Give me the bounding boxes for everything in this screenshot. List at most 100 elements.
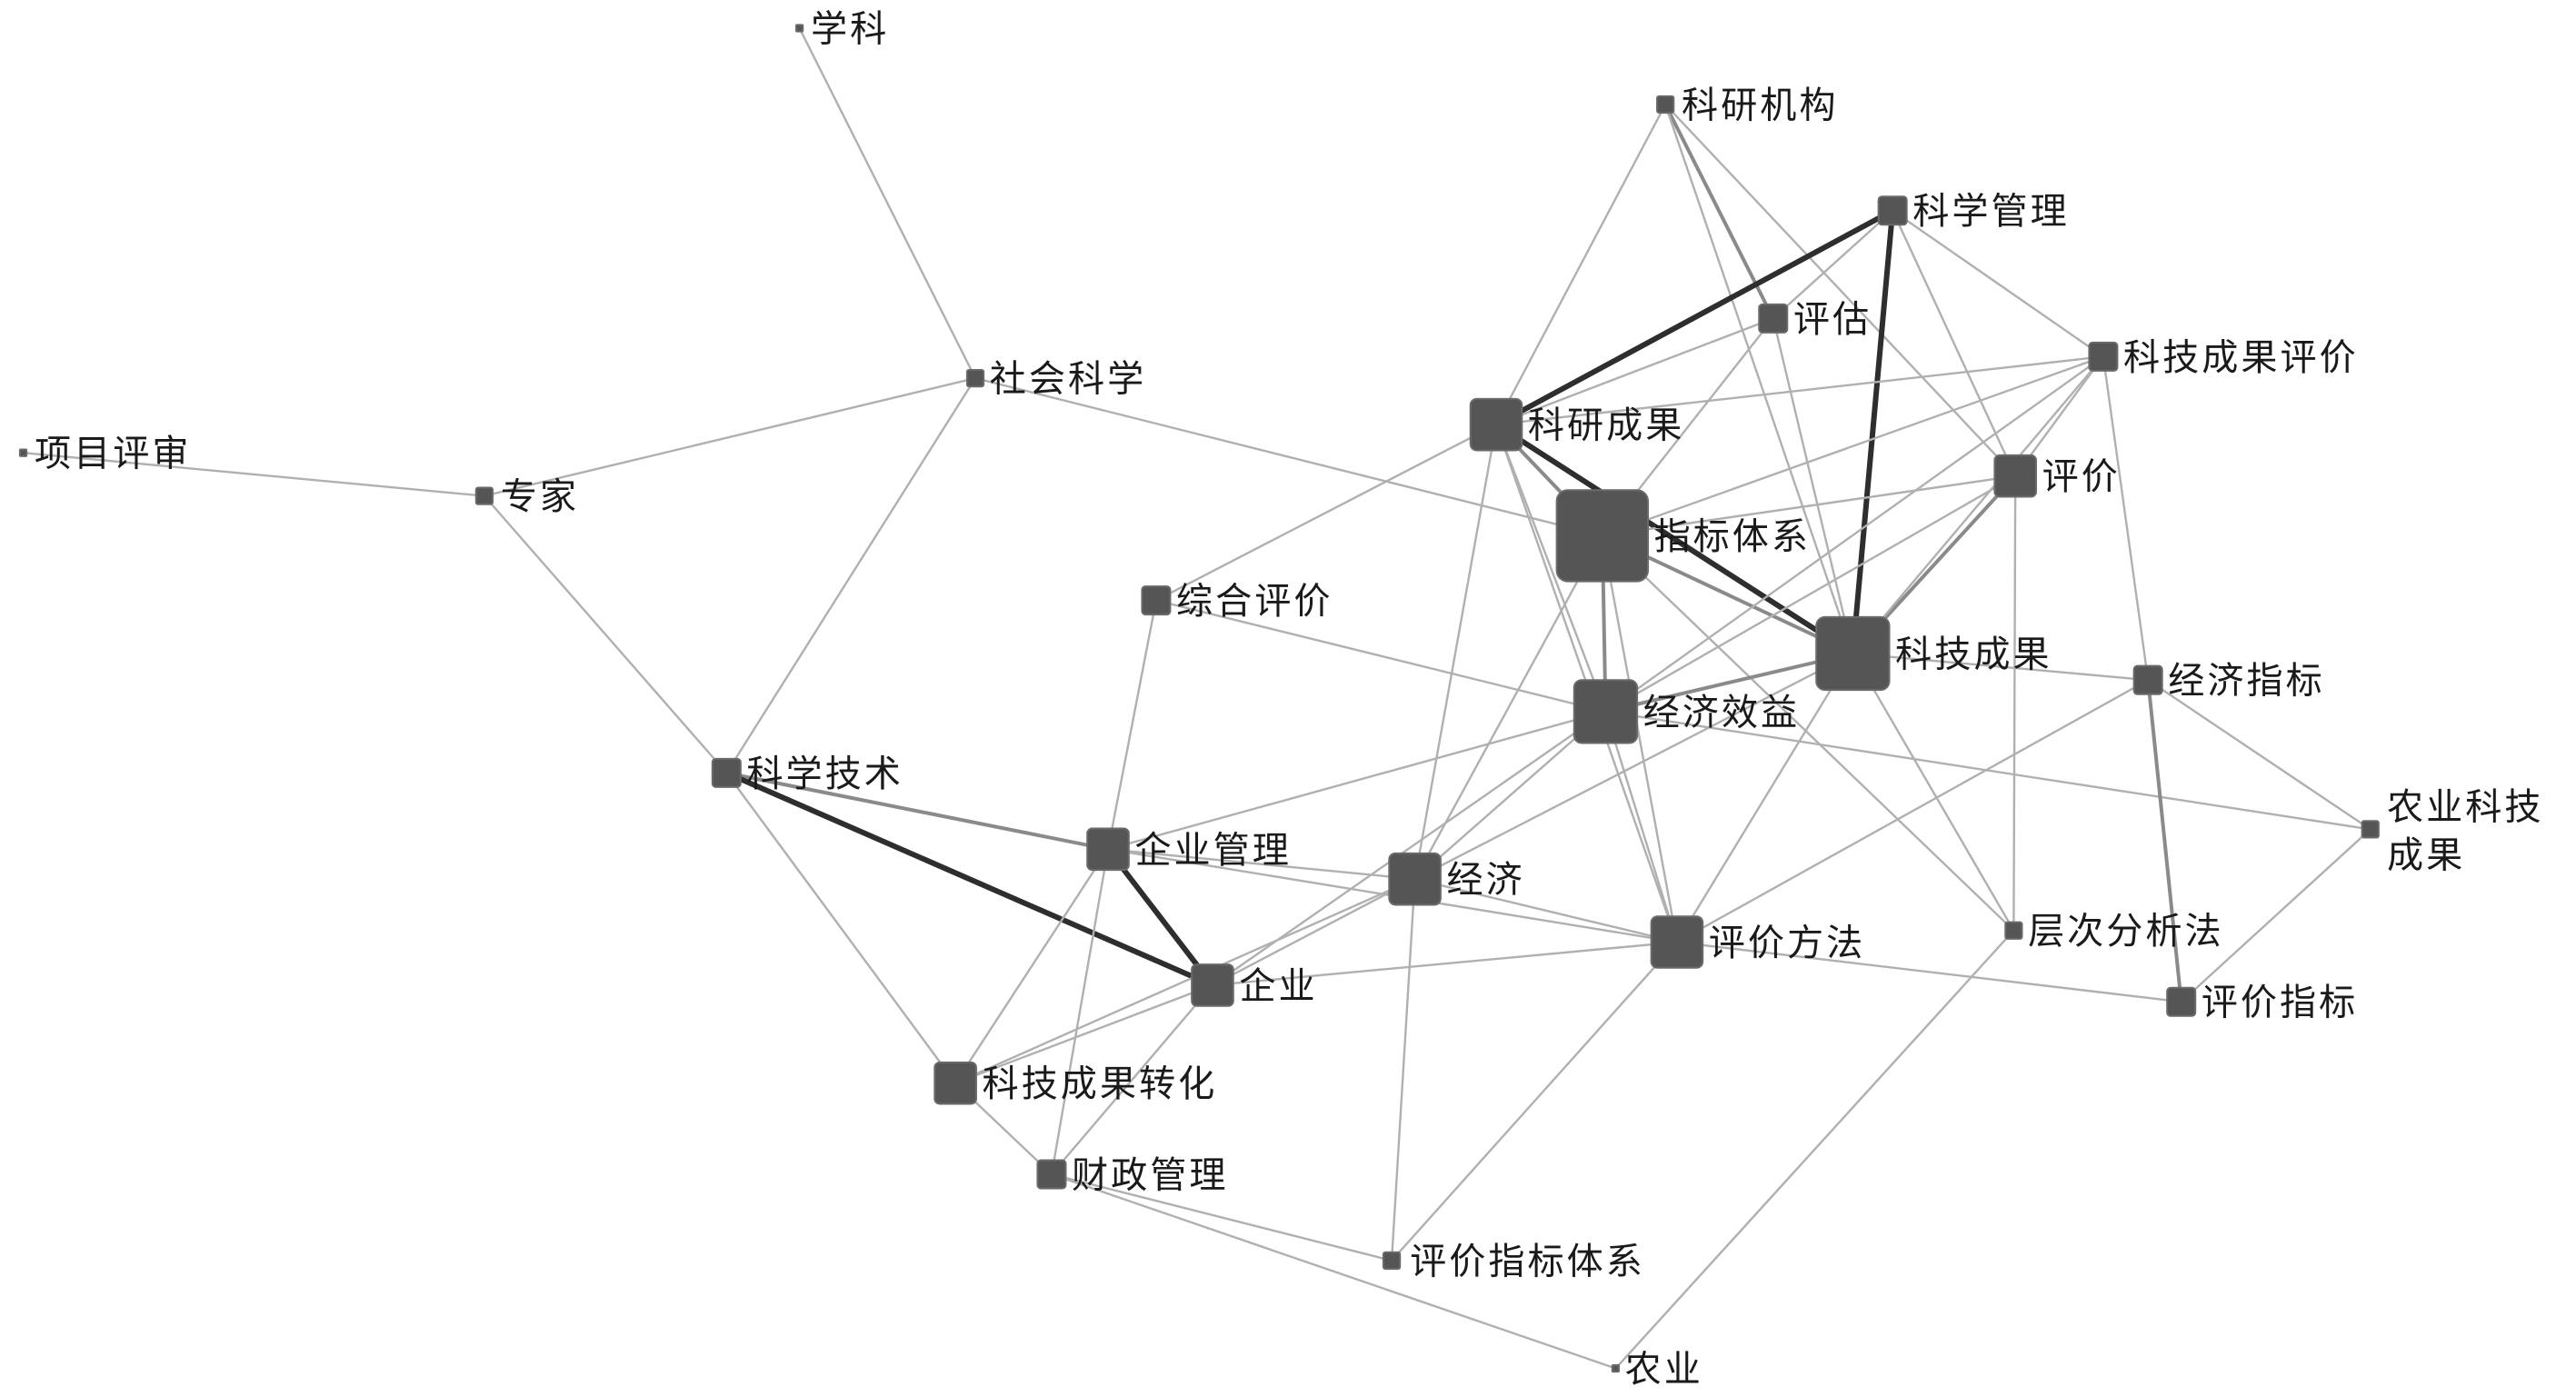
node-keji-chengguo-pingjia [2088,341,2119,372]
node-nongye-keji-chengguo [2361,820,2380,839]
edge-kjcg-ccfxf [1852,652,2015,932]
node-jingji-xiaoyi [1573,679,1639,744]
node-caizheng-guanli [1036,1159,1067,1190]
edge-kxgl-pingjia [1891,209,2017,477]
edge-shehui-kxjs [725,376,977,774]
edge-qiye-pjff [1211,941,1679,987]
label-jingji-zhibiao: 经济指标 [2168,661,2325,703]
edge-jingji-kycg [1413,423,1498,881]
label-layer: 学科 项目评审 专家 社会科学 科学技术 综合评价 企业管理 企业 科技成果转化… [35,8,2544,1391]
node-pingjia-fangfa [1650,915,1704,969]
edge-jingji-kjcg [1413,652,1854,881]
edge-kyjg-pingjia [1663,103,2017,477]
edge-kxjs-kjcgzh [725,772,957,1084]
edge-jjxy-pingjia [1604,474,2017,713]
node-layer [18,24,2380,1373]
edge-zbtx-ccfxf [1601,534,2015,932]
edge-kjcgpj-jjzb [2102,355,2150,682]
edge-pinggu-kycg [1494,317,1774,426]
label-zhibiao-tixi: 指标体系 [1654,516,1812,558]
label-zhuanjia: 专家 [501,476,579,518]
edge-qiye-jingji [1211,877,1416,987]
label-xueke: 学科 [811,8,889,50]
edge-zhuanjia-shehui [483,376,977,497]
edge-kjcg-jjzb [1852,652,2150,682]
edge-jjxy-nykjcg [1604,710,2371,831]
edge-pinggu-kjcg [1772,317,1854,655]
edge-qygl-jjxy [1106,710,1607,851]
node-jingji-zhibiao [2132,664,2163,695]
label-pingjia: 评价 [2042,456,2121,498]
label-nongye: 农业 [1625,1349,1703,1391]
label-keyan-chengguo: 科研成果 [1528,405,1685,447]
edge-kxgl-kjcg [1850,207,1896,656]
label-qiye: 企业 [1239,965,1317,1007]
edge-pjzbtx-pjff [1390,941,1679,1262]
edge-kycg-kjcgpj [1494,355,2105,426]
edge-kjcg-kjcgpj [1852,355,2105,655]
edge-layer [22,26,2371,1370]
label-nongye-keji-line1: 农业科技 [2387,786,2544,828]
edge-kxgl-kycg [1493,207,1896,428]
edge-kyjg-kjcg [1663,103,1854,655]
edge-jjxy-pjff [1604,710,1679,943]
label-qiye-guanli: 企业管理 [1134,830,1292,872]
edge-jjzb-pjzb [2146,678,2183,1004]
label-kexue-jishu: 科学技术 [746,753,904,795]
edge-shehui-zbtx [973,376,1604,537]
label-kexue-guanli: 科学管理 [1912,191,2070,233]
edge-kycg-kjcg [1493,422,1856,656]
node-keji-chengguo [1815,615,1891,692]
node-keyan-chengguo [1469,397,1523,452]
edge-zbtx-pingjia [1601,474,2017,537]
edge-xueke-shehui [798,26,977,380]
edge-pingjia-ccfxf [2012,474,2017,932]
edge-jingji-zbtx [1413,534,1604,881]
edge-jjzb-pjff [1675,678,2150,943]
edge-qygl-czgl [1050,848,1110,1176]
node-qiye [1191,963,1234,1007]
label-xiangmu-pingshen: 项目评审 [35,434,192,475]
node-zhibiao-tixi [1555,489,1649,583]
edge-kxgl-pinggu [1772,209,1894,320]
node-zonghe-pingjia [1141,585,1172,616]
node-kexue-jishu [711,757,742,788]
node-zhuanjia [474,486,494,505]
node-xueke [794,24,804,33]
label-keyan-jigou: 科研机构 [1682,85,1839,126]
edge-kxjs-qygl [724,771,1111,852]
node-qiye-guanli [1086,827,1130,872]
label-shehui-kexue: 社会科学 [990,359,1147,401]
node-keji-chengguo-zhuanhua [934,1061,977,1105]
node-pingjia [1993,454,2038,498]
edge-pjff-pjzb [1675,941,2182,1003]
label-zonghe-pingjia: 综合评价 [1176,581,1333,623]
node-nongye [1611,1363,1621,1373]
edge-kyjg-kycg [1494,103,1667,426]
node-kexue-guanli [1877,195,1908,226]
edge-zbtx-pjff [1601,534,1679,943]
edge-jjxy-kjcg [1603,651,1855,713]
edge-zhpj-kycg [1154,423,1498,602]
edge-zbtx-kjcgpj [1601,355,2105,537]
node-pingjia-zhibiao-tixi [1382,1251,1402,1271]
label-pinggu: 评估 [1793,299,1872,341]
label-pingjia-zhibiao-tixi: 评价指标体系 [1410,1241,1645,1282]
edge-kjcg-pjff [1675,652,1854,943]
edge-czgl-pjzbtx [1050,1172,1393,1262]
edge-zhuanjia-kxjs [483,494,728,774]
edge-zhpj-jjxy [1154,599,1607,713]
edge-qiye-kjcgzh [954,983,1214,1084]
label-keji-chengguo-pingjia: 科技成果评价 [2123,337,2359,379]
edge-qygl-kjcgzh [954,848,1110,1084]
edge-jingji-pjff [1413,877,1679,943]
node-jingji [1388,852,1442,906]
label-cengci-fenxifa: 层次分析法 [2028,911,2224,953]
edge-czgl-nongye [1050,1172,1617,1370]
edge-jjxy-kjcgpj [1604,355,2105,713]
edge-jingji-pjzbtx [1390,877,1416,1262]
edge-xiangmu-zhuanjia [22,451,486,497]
edge-qygl-qiye [1105,846,1215,988]
edge-jingji-jjxy [1413,710,1607,881]
